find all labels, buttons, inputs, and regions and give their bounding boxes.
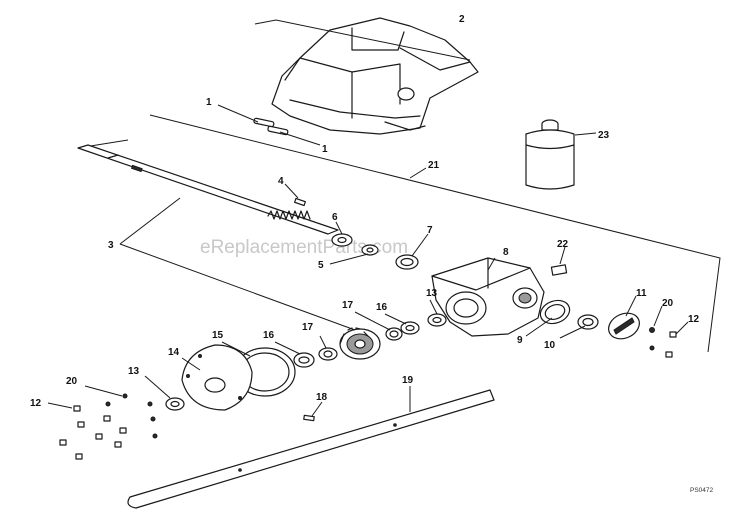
part-6-washer: [331, 233, 353, 247]
watermark-text: eReplacementParts.com: [200, 237, 408, 258]
callout-3: 3: [108, 240, 114, 251]
callout-19: 19: [402, 375, 414, 386]
callout-8: 8: [503, 247, 509, 258]
callout-2: 2: [459, 14, 465, 25]
part-17-ring-left: [318, 347, 338, 361]
part-8-gear-housing: [431, 257, 545, 337]
part-2-handle-bracket: [271, 17, 479, 135]
callout-23: 23: [598, 130, 610, 141]
part-23-container: [525, 119, 575, 190]
callout-7: 7: [427, 225, 433, 236]
callout-11: 11: [636, 288, 647, 299]
callout-17: 17: [342, 300, 354, 311]
part-10-bearing: [577, 314, 599, 330]
part-5-ring: [361, 244, 379, 256]
callout-16: 16: [376, 302, 388, 313]
part-13-washer-right: [427, 313, 447, 327]
part-13-washer-left: [165, 397, 185, 411]
callout-4: 4: [278, 176, 284, 187]
part-16-bearing-right: [400, 321, 420, 335]
part-20-right-washers: [649, 327, 655, 351]
part-14-cover-plate: [181, 344, 253, 411]
part-9-gasket: [539, 299, 571, 325]
drawing-code: PS0472: [690, 487, 714, 494]
part-3-shaft: [77, 144, 339, 235]
callout-5: 5: [318, 260, 324, 271]
callout-12: 12: [688, 314, 700, 325]
shaft-spring: [267, 210, 311, 220]
callout-20: 20: [662, 298, 674, 309]
part-22-plug: [550, 264, 568, 276]
leader-lines: [47, 19, 689, 417]
part-16-bearing-left: [293, 352, 315, 368]
part-12-left-screws: [59, 405, 127, 460]
worm-gear: [339, 327, 381, 360]
callout-1: 1: [206, 97, 212, 108]
callout-21: 21: [428, 160, 440, 171]
part-20-left-washers: [105, 393, 158, 439]
callout-14: 14: [168, 347, 180, 358]
part-17-ring-right: [385, 327, 403, 341]
callout-22: 22: [557, 239, 569, 250]
callout-9: 9: [517, 335, 523, 346]
callout-13: 13: [128, 366, 140, 377]
callout-10: 10: [544, 340, 556, 351]
part-19-lower-shaft: [127, 389, 495, 509]
callout-13: 13: [426, 288, 438, 299]
callout-16: 16: [263, 330, 275, 341]
callout-1: 1: [322, 144, 328, 155]
callout-6: 6: [332, 212, 338, 223]
callout-labels: 2 1 1 23 21 4 3 6 5 7 8 22 9 10 11 20 12…: [30, 14, 700, 409]
part-12-right-screws: [665, 331, 677, 358]
callout-15: 15: [212, 330, 224, 341]
callout-12: 12: [30, 398, 42, 409]
part-11-cap: [608, 312, 640, 340]
part-4-key: [294, 197, 306, 207]
callout-20: 20: [66, 376, 78, 387]
callout-17: 17: [302, 322, 314, 333]
part-7-ring: [395, 254, 419, 270]
callout-18: 18: [316, 392, 328, 403]
part-18-key: [303, 414, 315, 422]
